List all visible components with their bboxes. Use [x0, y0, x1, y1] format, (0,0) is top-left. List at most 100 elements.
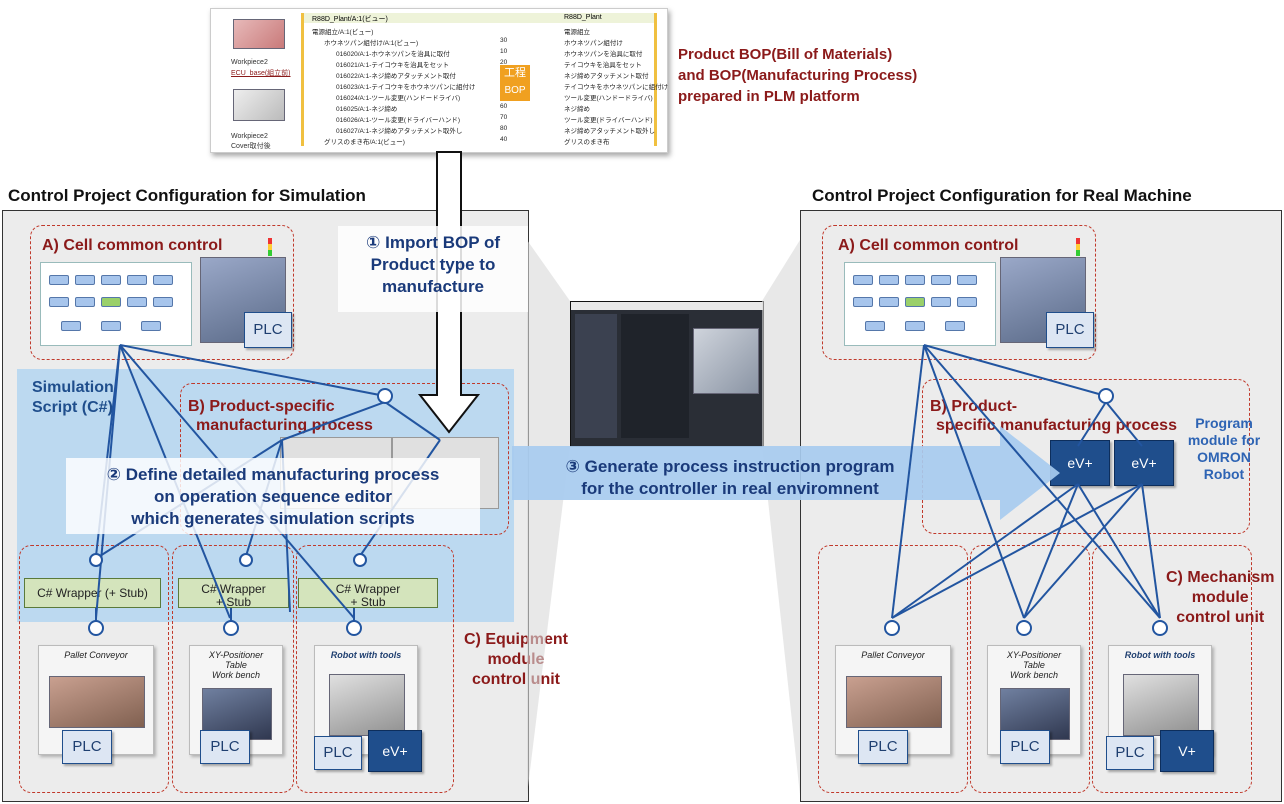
right-device-2-caption: XY-Positioner Table Work bench	[988, 650, 1080, 680]
right-mech-region-3	[1092, 545, 1252, 793]
badge-line2: BOP	[504, 85, 526, 96]
program-module-line4: Robot	[1203, 466, 1245, 482]
left-device-2-caption-line3: Work bench	[211, 670, 261, 680]
right-mech-line2: module	[1191, 589, 1249, 606]
bop-row-name: 016022/A:1-ネジ締めアタッチメント取付	[336, 73, 456, 80]
left-device-1-plc: PLC	[62, 730, 112, 764]
bop-row-description: ツール変更(ドライバーハンド)	[564, 117, 653, 124]
right-mech-line3: control unit	[1176, 609, 1265, 626]
program-module-line1: Program	[1195, 415, 1253, 431]
left-device-1-caption: Pallet Conveyor	[64, 650, 128, 660]
right-device-1-plc: PLC	[858, 730, 908, 764]
bop-row[interactable]: 016021/A:1-テイコウキを治具をセット 20 テイコウキを治具をセット	[304, 58, 654, 69]
bop-row-description: 電源組立	[564, 29, 590, 36]
program-module-line3: OMRON	[1197, 449, 1251, 465]
step3-line1: ③ Generate process instruction program	[565, 457, 895, 476]
bop-caption: Product BOP(Bill of Materials) and BOP(M…	[678, 44, 917, 107]
left-product-label: B) Product-specific manufacturing proces…	[188, 397, 373, 435]
left-device-2-caption-line1: XY-Positioner	[208, 650, 264, 660]
bop-row-number: 30	[500, 37, 508, 44]
workpiece-1-label: Workpiece2	[231, 59, 268, 66]
right-title: Control Project Configuration for Real M…	[812, 186, 1192, 205]
process-bop-badge: 工程 BOP	[500, 65, 530, 101]
left-wrapper-1: C# Wrapper (+ Stub)	[24, 578, 161, 608]
left-flowchart	[40, 262, 192, 346]
bop-row[interactable]: ホウネツパン組付け/A:1(ビュー) 30 ホウネツパン組付け	[304, 36, 654, 47]
bop-tree-panel: R88D_Plant/A:1(ビュー) R88D_Plant 電源組立/A:1(…	[301, 13, 668, 146]
bop-row-number: 70	[500, 114, 508, 121]
badge-line1: 工程	[504, 67, 526, 79]
bop-row-name: ホウネツパン組付け/A:1(ビュー)	[324, 40, 419, 47]
robot-cell-image	[693, 328, 759, 394]
perspective-left	[527, 240, 570, 795]
right-device-3-caption: Robot with tools	[1124, 650, 1196, 660]
bop-tree-header: R88D_Plant/A:1(ビュー) R88D_Plant	[304, 13, 654, 23]
workpiece-2-label: Workpiece2	[231, 133, 268, 140]
bop-row-description: ホウネツパンを治具に取付	[564, 51, 643, 58]
right-cell-plc-tag: PLC	[1046, 312, 1094, 348]
left-cell-common-label: A) Cell common control	[42, 237, 223, 254]
left-wrapper-3-line1: C# Wrapper	[335, 582, 401, 596]
left-wrapper-1-text: C# Wrapper (+ Stub)	[37, 586, 148, 600]
left-cell-common-region	[30, 225, 294, 360]
bop-row-name: 016021/A:1-テイコウキを治具をセット	[336, 62, 450, 69]
left-wrapper-3-line2: + Stub	[350, 595, 386, 609]
bop-row-name: 電源組立/A:1(ビュー)	[312, 29, 374, 36]
right-mech-label: C) Mechanism module control unit	[1166, 568, 1274, 628]
bop-row[interactable]: 電源組立/A:1(ビュー) 電源組立	[304, 25, 654, 36]
program-module-line2: module for	[1187, 432, 1261, 448]
bop-row-name: 016020/A:1-ホウネツパンを治具に取付	[336, 51, 450, 58]
robot-with-tools-image	[329, 674, 405, 736]
bop-row-description: テイコウキをホウネツパンに組付け	[564, 84, 669, 91]
step1-label: ① Import BOP of Product type to manufact…	[338, 232, 528, 298]
pallet-conveyor-image	[49, 676, 145, 728]
step1-box	[338, 226, 528, 312]
left-device-2-plc: PLC	[200, 730, 250, 764]
left-device-3-caption: Robot with tools	[330, 650, 402, 660]
right-mech-line1: C) Mechanism	[1166, 569, 1275, 586]
right-ev-tag-2: eV+	[1114, 440, 1174, 486]
step2-line3: which generates simulation scripts	[131, 509, 415, 528]
step3-label: ③ Generate process instruction program f…	[520, 456, 940, 500]
left-device-2-caption-line2: Table	[225, 660, 247, 670]
bop-row-name: グリスのまき布/A:1(ビュー)	[324, 139, 405, 146]
bop-caption-line2: and BOP(Manufacturing Process)	[678, 67, 918, 84]
right-device-1-caption: Pallet Conveyor	[861, 650, 925, 660]
sim-script-line2: Script (C#)	[32, 399, 113, 416]
left-equip-region-1	[19, 545, 169, 793]
bop-caption-line1: Product BOP(Bill of Materials)	[678, 46, 893, 63]
sim-script-line1: Simulation	[32, 379, 114, 396]
workpiece-2-sublabel: Cover取付後	[231, 143, 271, 150]
step1-line3: manufacture	[381, 277, 485, 296]
bop-row-number: 20	[500, 59, 508, 66]
left-device-2-caption: XY-Positioner Table Work bench	[190, 650, 282, 680]
left-equip-region-3	[296, 545, 454, 793]
sim-script-label: Simulation Script (C#)	[32, 378, 114, 418]
bop-row-description: ツール変更(ハンドードライバ)	[564, 95, 653, 102]
right-device-2-caption-line3: Work bench	[1009, 670, 1059, 680]
bop-row-description: ホウネツパン組付け	[564, 40, 623, 47]
right-device-2-caption-line2: Table	[1023, 660, 1045, 670]
step2-box	[66, 458, 480, 534]
right-device-2-plc: PLC	[1000, 730, 1050, 764]
bop-header-left: R88D_Plant/A:1(ビュー)	[312, 16, 388, 23]
right-cell-common-region	[822, 225, 1096, 360]
bop-header-right: R88D_Plant	[564, 14, 602, 21]
workpiece-2-image	[233, 89, 285, 121]
step1-line2: Product type to	[370, 255, 496, 274]
right-device-2-caption-line1: XY-Positioner	[1006, 650, 1062, 660]
bop-row-description: テイコウキを治具をセット	[564, 62, 642, 69]
bop-row-description: ネジ締めアタッチメント取外し	[564, 128, 655, 135]
left-wrapper-3: C# Wrapper + Stub	[298, 578, 438, 609]
right-mech-region-2	[970, 545, 1090, 793]
left-product-line1: B) Product-specific	[188, 398, 335, 415]
step2-line2: on operation sequence editor	[153, 487, 393, 506]
right-device-3-v-tag: V+	[1160, 730, 1214, 772]
bop-row-description: グリスのまき布	[564, 139, 610, 146]
